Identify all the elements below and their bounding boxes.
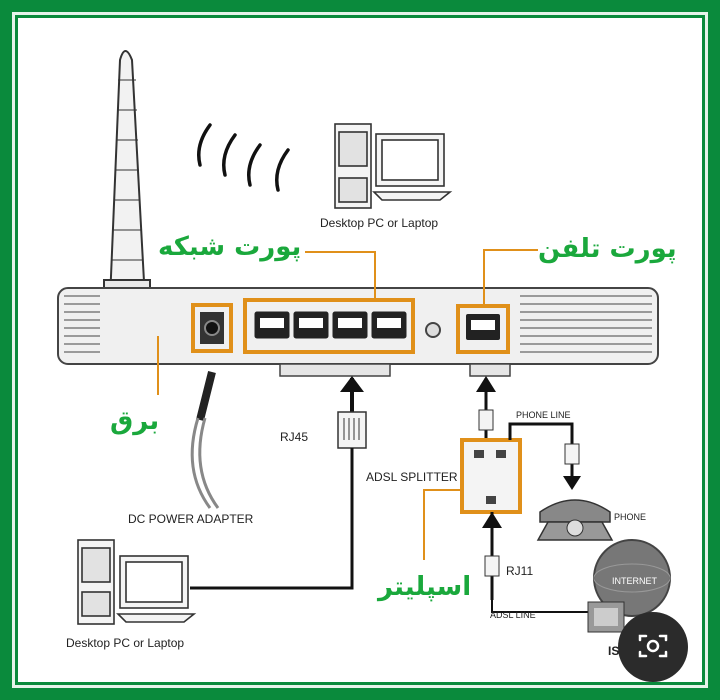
splitter-label: اسپلیتر (378, 572, 472, 602)
adsl-line-cable (482, 512, 598, 613)
reset-button-icon (425, 322, 441, 338)
adsl-splitter-label: ADSL SPLITTER (366, 470, 458, 484)
phone-line-cable (476, 376, 496, 440)
leader-lines (157, 249, 538, 560)
adsl-line-label: ADSL LINE (490, 610, 536, 620)
splitter-phone-cable (508, 422, 581, 490)
rj45-cable (190, 376, 367, 590)
desktop-pc-bottom-icon (77, 539, 197, 625)
power-cable (190, 371, 220, 509)
pc-top-label: Desktop PC or Laptop (320, 216, 439, 230)
google-lens-button[interactable] (618, 612, 688, 682)
frame-border (12, 12, 708, 688)
internet-globe-icon (593, 539, 671, 617)
desktop-pc-top-icon (334, 123, 453, 209)
phone-line-label: PHONE LINE (516, 410, 571, 420)
telephone-icon (536, 499, 614, 541)
power-port (191, 303, 233, 353)
lan-ports (243, 298, 415, 354)
isp-server-icon (587, 601, 625, 633)
google-lens-icon (638, 634, 668, 658)
phone-port-label: پورت تلفن (538, 234, 677, 264)
wifi-waves-icon (197, 123, 290, 192)
power-label: برق (110, 406, 160, 436)
rj11-label: RJ11 (506, 564, 534, 578)
pc-bottom-label: Desktop PC or Laptop (66, 636, 185, 650)
rj45-label: RJ45 (280, 430, 309, 444)
phone-label: PHONE (614, 512, 647, 522)
dc-power-label: DC POWER ADAPTER (128, 512, 254, 526)
adsl-splitter-device (460, 438, 522, 514)
network-port-label: پورت شبکه (158, 232, 302, 262)
diagram-canvas: Desktop PC or Laptop پورت شبکه پورت تلفن… (18, 18, 702, 682)
internet-label: INTERNET (612, 576, 657, 586)
router-diagram (57, 50, 671, 633)
